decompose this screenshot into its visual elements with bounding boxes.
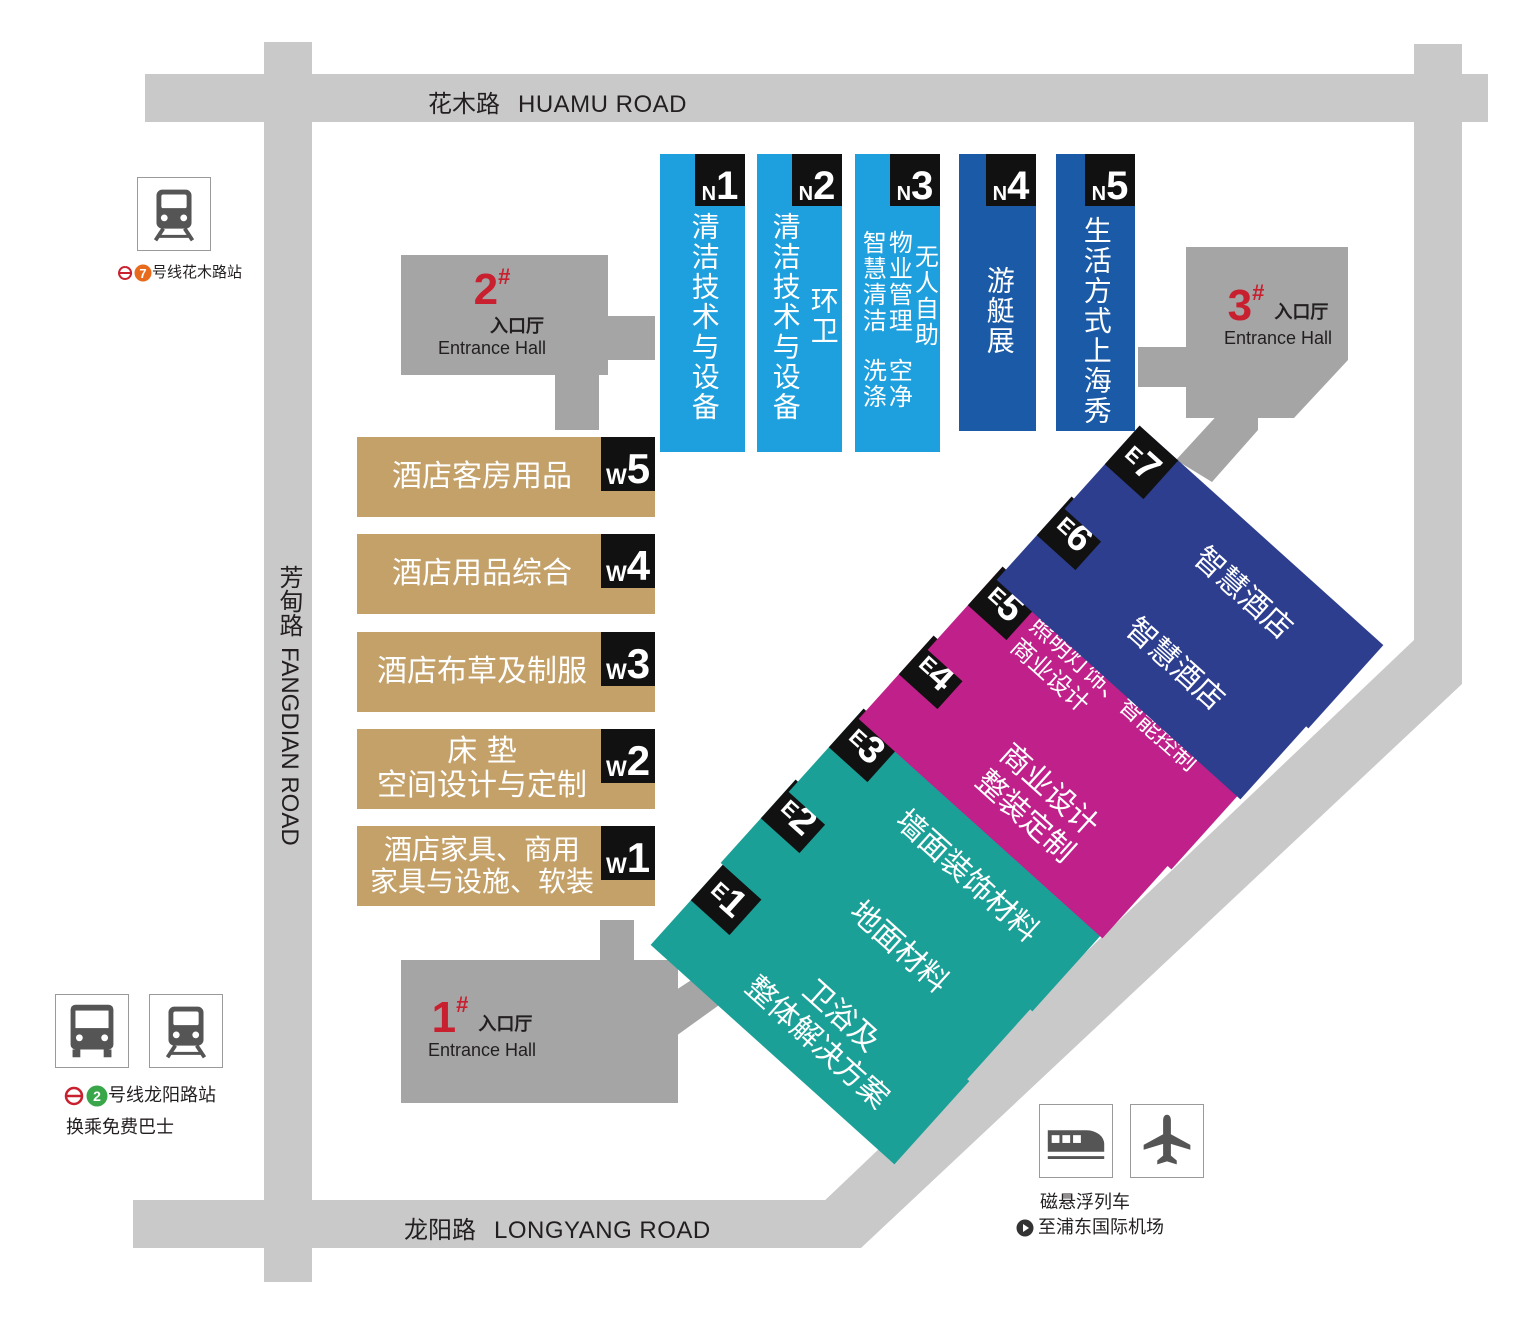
- shanghai-metro-logo: [64, 1086, 84, 1106]
- hall-w4-label: 酒店用品综合: [392, 555, 572, 591]
- metro-train-icon: [137, 177, 211, 251]
- line7-badge: 7: [134, 264, 152, 281]
- entrance-2-en: Entrance Hall: [437, 338, 547, 358]
- road-longyang: [133, 1200, 861, 1248]
- line2-badge-num: 2: [93, 1088, 101, 1104]
- road-label-fangdian-en: FANGDIAN ROAD: [276, 647, 303, 846]
- entrance-2-cn: 入口厅: [490, 316, 544, 337]
- road-label-fangdian-cn: 芳甸路: [275, 565, 303, 637]
- hall-n2-label-b: 环卫: [806, 286, 840, 346]
- entrance-1-number: 1#: [431, 992, 469, 1042]
- entrance-3-number: 3#: [1227, 280, 1265, 330]
- maglev-label: 磁悬浮列车: [1040, 1192, 1130, 1213]
- shanghai-metro-logo: [118, 265, 133, 280]
- hall-n1-label: 清洁技术与设备: [687, 212, 721, 422]
- maglev-sublabel: 至浦东国际机场: [1016, 1213, 1164, 1239]
- entrance-3-en: Entrance Hall: [1223, 328, 1333, 348]
- road-label-longyang-en: LONGYANG ROAD: [494, 1217, 711, 1244]
- hall-w1-label: 酒店家具、商用家具与设施、软装: [369, 832, 594, 898]
- maglev-train-icon: [1039, 1104, 1113, 1178]
- line2-badge: 2: [86, 1085, 108, 1107]
- road-label-huamu-en: HUAMU ROAD: [518, 91, 688, 118]
- entrance-1-label: 1# 入口厅 Entrance Hall: [412, 992, 552, 1061]
- play-arrow-icon: [1016, 1219, 1034, 1237]
- entrance-1-cn: 入口厅: [478, 1014, 533, 1035]
- airplane-icon: [1130, 1104, 1204, 1178]
- road-label-fangdian: 芳甸路 FANGDIAN ROAD: [272, 565, 307, 846]
- hall-w5-label: 酒店客房用品: [392, 458, 572, 494]
- metro-train-icon: [149, 994, 223, 1068]
- entrance-3-row: 3# 入口厅: [1208, 280, 1348, 330]
- line2-label: 2 号线龙阳路站: [62, 1081, 216, 1107]
- road-fangdian: [264, 42, 312, 1282]
- line7-label: 7 号线花木路站: [116, 261, 242, 282]
- line2-sublabel: 换乘免费巴士: [66, 1117, 174, 1138]
- line7-badge-num: 7: [139, 266, 146, 281]
- entrance-2-label: 2# 入口厅 Entrance Hall: [402, 264, 582, 359]
- road-east: [1414, 44, 1462, 684]
- hall-n5-label: 生活方式上海秀: [1079, 216, 1113, 426]
- hall-n3-col5: 空净: [884, 358, 913, 410]
- hall-n3-col1: 智慧清洁: [858, 230, 887, 334]
- entrance-3-label: 3# 入口厅 Entrance Hall: [1208, 280, 1348, 349]
- entrance-3-cn: 入口厅: [1274, 302, 1329, 323]
- road-label-longyang: 龙阳路 LONGYANG ROAD: [404, 1210, 711, 1245]
- entrance-2-number: 2#: [473, 264, 511, 314]
- hall-w3-label: 酒店布草及制服: [377, 653, 587, 689]
- hall-n4-label: 游艇展: [982, 266, 1016, 356]
- hall-n2-label-a: 清洁技术与设备: [768, 212, 802, 422]
- entrance-hall-2-connector: [555, 316, 655, 360]
- entrance-hall-2-stem: [555, 375, 599, 430]
- entrance-1-row: 1# 入口厅: [412, 992, 552, 1042]
- line7-station: 号线花木路站: [152, 263, 243, 281]
- entrance-hall-1-stem: [600, 920, 634, 965]
- hall-n3-col2: 物业管理: [884, 230, 913, 334]
- bus-icon: [55, 994, 129, 1068]
- hall-n3-col4: 洗涤: [858, 358, 887, 410]
- road-label-huamu-cn: 花木路: [428, 90, 500, 118]
- entrance-1-en: Entrance Hall: [427, 1040, 537, 1060]
- line2-station: 号线龙阳路站: [108, 1085, 216, 1106]
- hall-w2-label: 床 垫空间设计与定制: [377, 733, 587, 803]
- entrance-hall-1-block: [401, 960, 678, 1103]
- hall-n3-col3: 无人自助: [910, 244, 939, 348]
- road-label-longyang-cn: 龙阳路: [404, 1216, 476, 1244]
- road-huamu: [145, 74, 1488, 122]
- road-label-huamu: 花木路 HUAMU ROAD: [428, 84, 687, 119]
